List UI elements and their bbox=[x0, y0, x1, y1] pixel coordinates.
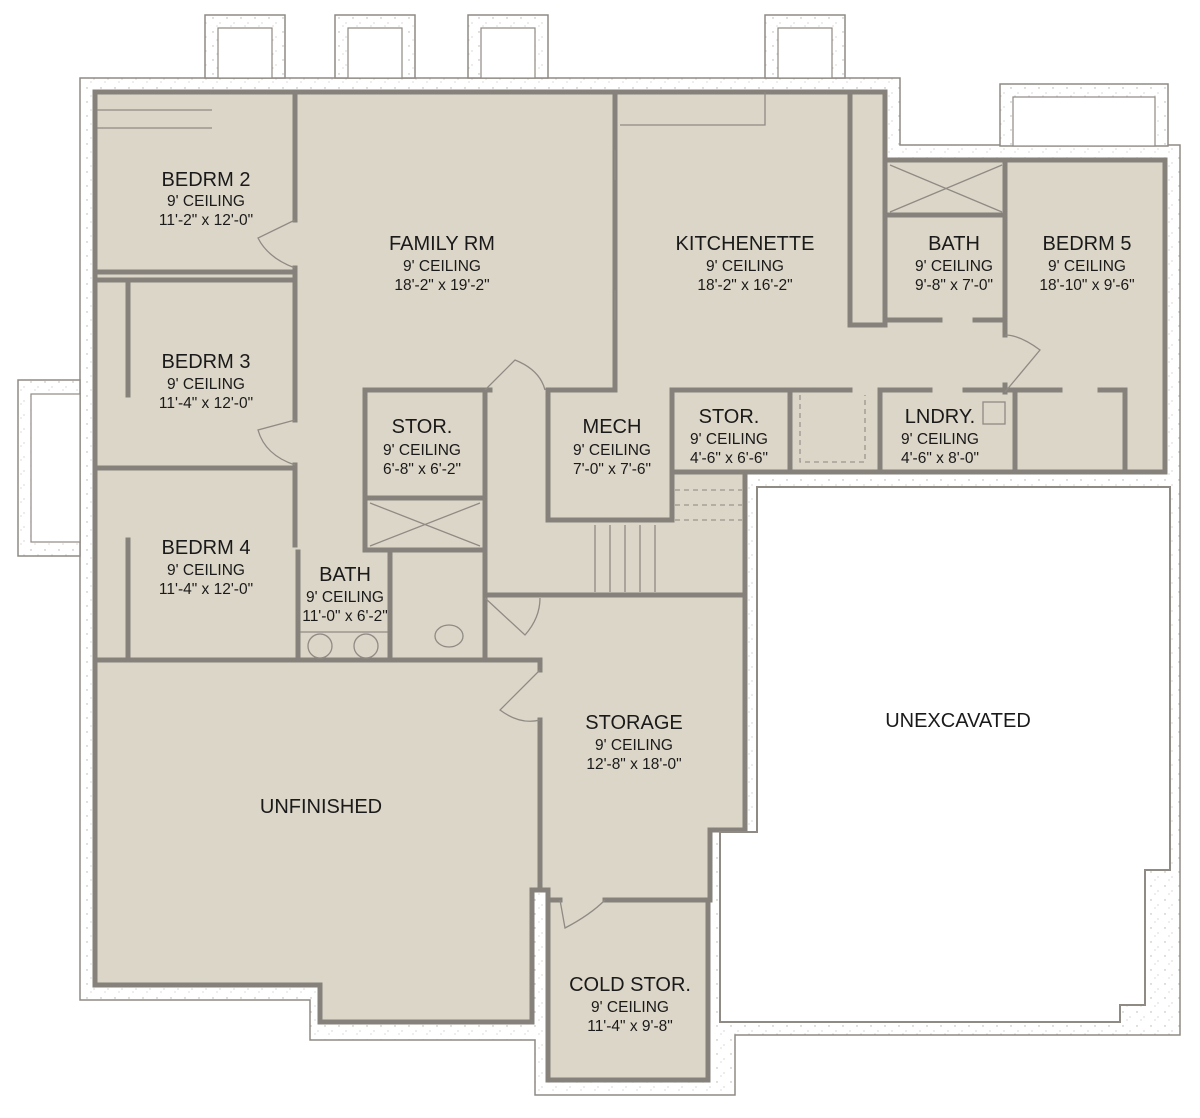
room-size: 11'-0" x 6'-2" bbox=[302, 608, 388, 625]
interior-walls bbox=[92, 89, 1128, 929]
room-size: 11'-2" x 12'-0" bbox=[159, 212, 253, 229]
room-ceiling: 9' CEILING bbox=[306, 589, 384, 606]
room-size: 11'-4" x 12'-0" bbox=[159, 395, 253, 412]
room-ceiling: 9' CEILING bbox=[901, 431, 979, 448]
room-ceiling: 9' CEILING bbox=[167, 562, 245, 579]
room-bedrm5: BEDRM 5 9' CEILING 18'-10" x 9'-6" bbox=[1039, 233, 1134, 294]
room-name: BATH bbox=[319, 564, 371, 586]
room-name: BATH bbox=[928, 233, 980, 255]
room-bedrm4: BEDRM 4 9' CEILING 11'-4" x 12'-0" bbox=[159, 537, 253, 598]
room-bedrm3: BEDRM 3 9' CEILING 11'-4" x 12'-0" bbox=[159, 351, 253, 412]
room-ceiling: 9' CEILING bbox=[690, 431, 768, 448]
room-ceiling: 9' CEILING bbox=[383, 442, 461, 459]
room-size: 4'-6" x 6'-6" bbox=[690, 450, 768, 467]
room-bedrm2: BEDRM 2 9' CEILING 11'-2" x 12'-0" bbox=[159, 169, 253, 229]
room-mech: MECH 9' CEILING 7'-0" x 7'-6" bbox=[573, 416, 651, 478]
room-kitchenette: KITCHENETTE 9' CEILING 18'-2" x 16'-2" bbox=[676, 233, 815, 294]
room-ceiling: 9' CEILING bbox=[595, 737, 673, 754]
room-bath-lower: BATH 9' CEILING 11'-0" x 6'-2" bbox=[302, 564, 388, 625]
room-ceiling: 9' CEILING bbox=[403, 258, 481, 275]
room-stor-2: STOR. 9' CEILING 4'-6" x 6'-6" bbox=[690, 406, 768, 467]
room-name: COLD STOR. bbox=[569, 974, 691, 996]
room-storage: STORAGE 9' CEILING 12'-8" x 18'-0" bbox=[585, 712, 682, 773]
room-size: 4'-6" x 8'-0" bbox=[901, 450, 979, 467]
room-size: 6'-8" x 6'-2" bbox=[383, 461, 461, 478]
room-name: BEDRM 2 bbox=[162, 169, 251, 191]
room-bath-upper: BATH 9' CEILING 9'-8" x 7'-0" bbox=[915, 233, 993, 294]
room-ceiling: 9' CEILING bbox=[915, 258, 993, 275]
room-name: KITCHENETTE bbox=[676, 233, 815, 255]
room-size: 9'-8" x 7'-0" bbox=[915, 277, 993, 294]
room-name: STORAGE bbox=[585, 712, 682, 734]
room-size: 18'-2" x 16'-2" bbox=[697, 277, 792, 294]
room-ceiling: 9' CEILING bbox=[167, 193, 245, 210]
room-name: MECH bbox=[583, 416, 642, 438]
room-name: STOR. bbox=[699, 406, 760, 428]
room-size: 7'-0" x 7'-6" bbox=[573, 461, 651, 478]
room-ceiling: 9' CEILING bbox=[167, 376, 245, 393]
room-ceiling: 9' CEILING bbox=[573, 442, 651, 459]
room-stor: STOR. 9' CEILING 6'-8" x 6'-2" bbox=[383, 416, 461, 478]
room-name: BEDRM 3 bbox=[162, 351, 251, 373]
room-ceiling: 9' CEILING bbox=[1048, 258, 1126, 275]
unexcavated-label: UNEXCAVATED bbox=[885, 710, 1031, 732]
room-name: LNDRY. bbox=[905, 406, 975, 428]
room-lndry: LNDRY. 9' CEILING 4'-6" x 8'-0" bbox=[901, 406, 979, 467]
unexcavated-area bbox=[719, 486, 1171, 1023]
unfinished-label: UNFINISHED bbox=[260, 796, 382, 818]
room-size: 11'-4" x 9'-8" bbox=[587, 1018, 673, 1035]
room-size: 11'-4" x 12'-0" bbox=[159, 581, 253, 598]
room-ceiling: 9' CEILING bbox=[706, 258, 784, 275]
room-name: BEDRM 5 bbox=[1043, 233, 1132, 255]
room-name: FAMILY RM bbox=[389, 233, 495, 255]
room-family: FAMILY RM 9' CEILING 18'-2" x 19'-2" bbox=[389, 233, 495, 294]
room-cold-stor: COLD STOR. 9' CEILING 11'-4" x 9'-8" bbox=[569, 974, 691, 1035]
room-size: 12'-8" x 18'-0" bbox=[586, 756, 681, 773]
room-name: STOR. bbox=[392, 416, 453, 438]
room-ceiling: 9' CEILING bbox=[591, 999, 669, 1016]
room-name: BEDRM 4 bbox=[162, 537, 251, 559]
room-size: 18'-2" x 19'-2" bbox=[394, 277, 489, 294]
room-size: 18'-10" x 9'-6" bbox=[1039, 277, 1134, 294]
